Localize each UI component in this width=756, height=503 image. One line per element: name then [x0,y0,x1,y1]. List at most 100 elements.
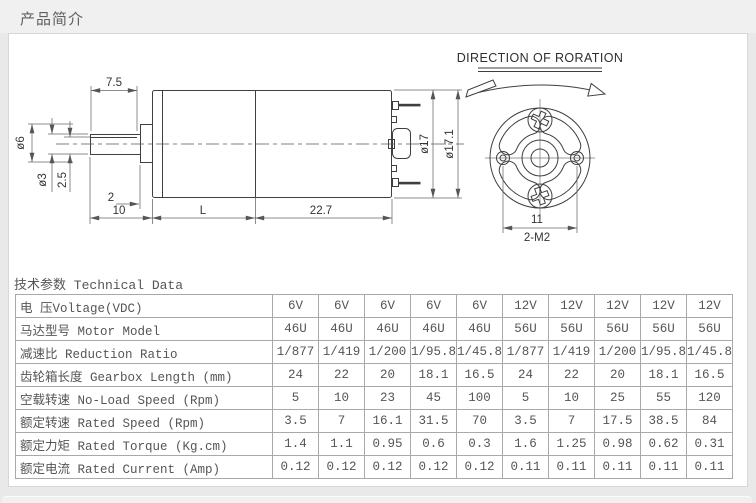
cell-value: 10 [548,386,595,410]
cell-value: 55 [640,386,687,410]
cell-value: 0.62 [640,432,687,456]
cell-value: 3.5 [502,409,549,433]
cell-value: 0.3 [456,432,503,456]
cell-value: 1/877 [272,340,319,364]
dim-gearbox-diameter: ø17 [419,134,431,154]
shaft [90,134,141,155]
cell-value: 20 [594,363,641,387]
dim-mounting-holes: 2-M2 [524,232,550,244]
rotation-arrow-arc [467,84,604,96]
direction-of-rotation-label: DIRECTION OF RORATION [457,51,624,65]
screw-bottom [527,183,553,209]
cell-value: 24 [502,363,549,387]
cell-value: 22 [548,363,595,387]
cutout-lower-left [498,160,541,201]
cell-value: 0.11 [640,455,687,479]
row-label: 额定力矩 Rated Torque (Kg.cm) [15,432,273,456]
cell-value: 6V [318,294,365,318]
cell-value: 1.1 [318,432,365,456]
cell-value: 84 [686,409,733,433]
cell-value: 0.31 [686,432,733,456]
cell-value: 20 [364,363,411,387]
cell-value: 0.12 [410,455,457,479]
cell-value: 1/419 [318,340,365,364]
cell-value: 38.5 [640,409,687,433]
cell-value: 1/200 [364,340,411,364]
cell-value: 6V [364,294,411,318]
cell-value: 56U [594,317,641,341]
shaft-boss [140,124,153,163]
cell-value: 12V [594,294,641,318]
front-view-dimensions [502,166,578,233]
cell-value: 25 [594,386,641,410]
dim-motor-diameter: ø17.1 [444,129,456,158]
shaft-hole [530,148,550,168]
cell-value: 46U [456,317,503,341]
cell-value: 12V [640,294,687,318]
side-view [90,90,421,198]
row-label: 齿轮箱长度 Gearbox Length (mm) [15,363,273,387]
cell-value: 0.11 [686,455,733,479]
cell-value: 12V [548,294,595,318]
cell-value: 0.11 [594,455,641,479]
cell-value: 1/95.8 [640,340,687,364]
row-label: 减速比 Reduction Ratio [15,340,273,364]
screw-top [527,107,553,133]
cell-value: 23 [364,386,411,410]
cell-value: 16.5 [686,363,733,387]
brush-cap [392,128,411,159]
screw-bottom-cross [530,186,550,206]
cell-value: 0.98 [594,432,641,456]
cell-value: 31.5 [410,409,457,433]
row-label: 额定电流 Rated Current (Amp) [15,455,273,479]
cell-value: 6V [456,294,503,318]
cell-value: 1.6 [502,432,549,456]
cell-value: 100 [456,386,503,410]
cutout-upper-right [539,115,582,156]
dim-gearbox-length: L [200,205,207,217]
cell-value: 56U [640,317,687,341]
cell-value: 0.11 [502,455,549,479]
cell-value: 120 [686,386,733,410]
cell-value: 0.12 [364,455,411,479]
mount-hole-right [570,151,584,165]
cell-value: 1/419 [548,340,595,364]
screw-top-cross [530,110,550,130]
cell-value: 24 [272,363,319,387]
cell-value: 6V [410,294,457,318]
row-label: 空载转速 No-Load Speed (Rpm) [15,386,273,410]
cell-value: 46U [410,317,457,341]
dim-shaft-diameter: ø3 [37,173,49,186]
rotation-arrow-head [587,82,607,97]
section-title: 产品简介 [20,11,85,28]
section-header-bar: 产品简介 [0,0,756,33]
dim-flat-height: 2.5 [57,172,69,188]
cell-value: 46U [272,317,319,341]
cell-value: 18.1 [640,363,687,387]
row-label: 电 压Voltage(VDC) [15,294,273,318]
front-view [465,67,607,219]
cell-value: 10 [318,386,365,410]
dim-motor-length: 22.7 [310,205,332,217]
dim-boss-diameter: ø6 [15,136,27,149]
dim-boss-width: 2 [108,192,114,204]
cell-value: 1/200 [594,340,641,364]
technical-data-title: 技术参数 Technical Data [14,278,184,293]
cell-value: 56U [548,317,595,341]
cell-value: 12V [502,294,549,318]
cell-value: 7 [548,409,595,433]
motor-technical-drawing: 7.5 ø6 ø3 2.5 2 10 L 22.7 ø17 ø17.1 DIRE… [15,51,624,244]
rotation-arrow-tail [465,79,497,98]
cell-value: 7 [318,409,365,433]
row-label: 马达型号 Motor Model [15,317,273,341]
cell-value: 56U [502,317,549,341]
cell-value: 0.11 [548,455,595,479]
terminal-pin-bottom [392,178,399,187]
side-view-dimensions [28,86,462,224]
cell-value: 17.5 [594,409,641,433]
cell-value: 0.95 [364,432,411,456]
